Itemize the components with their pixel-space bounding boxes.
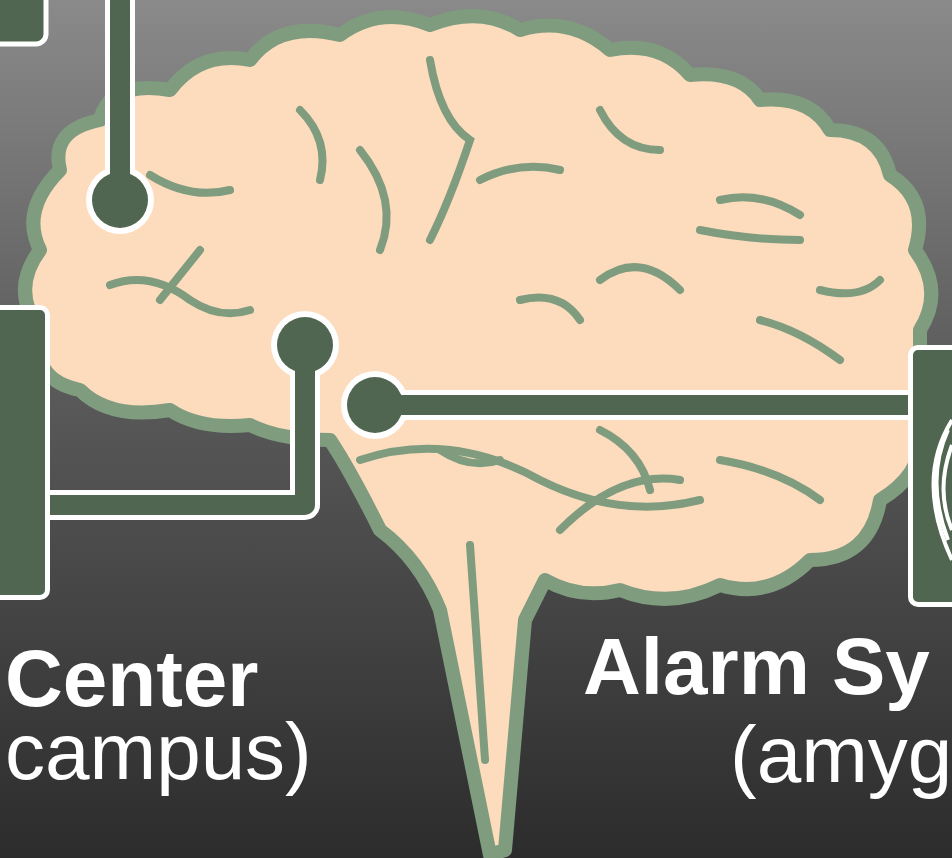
leader-dot-outline [341, 371, 409, 439]
leader-dot [277, 317, 333, 373]
wave-arc [937, 430, 949, 540]
wave-arc [934, 420, 952, 560]
fold [300, 60, 470, 250]
leader-dot [92, 172, 148, 228]
leader-dot-outline [86, 166, 154, 234]
leader-line-outline [375, 390, 920, 420]
fold [360, 430, 820, 530]
leader-line [110, 0, 130, 200]
fold [520, 267, 880, 360]
region-box: Centercampus) [0, 305, 50, 600]
leader-dot-outline [271, 311, 339, 379]
region-box: Alarm Sy(amyg [908, 345, 952, 607]
fold [440, 450, 500, 760]
region-term: campus) [5, 712, 312, 792]
leader-line [375, 395, 920, 415]
wave-arc [944, 445, 952, 530]
region-term: (amyg [730, 715, 952, 795]
leader-dot [347, 377, 403, 433]
region-name: Alarm Sy [583, 627, 930, 707]
leader-lines [40, 0, 920, 505]
alarm-waves [934, 420, 952, 560]
fold [480, 110, 800, 240]
region-name: Center [5, 639, 258, 719]
leader-line-outline [40, 345, 305, 505]
cropped-box [0, 0, 46, 44]
leader-line [40, 345, 305, 505]
